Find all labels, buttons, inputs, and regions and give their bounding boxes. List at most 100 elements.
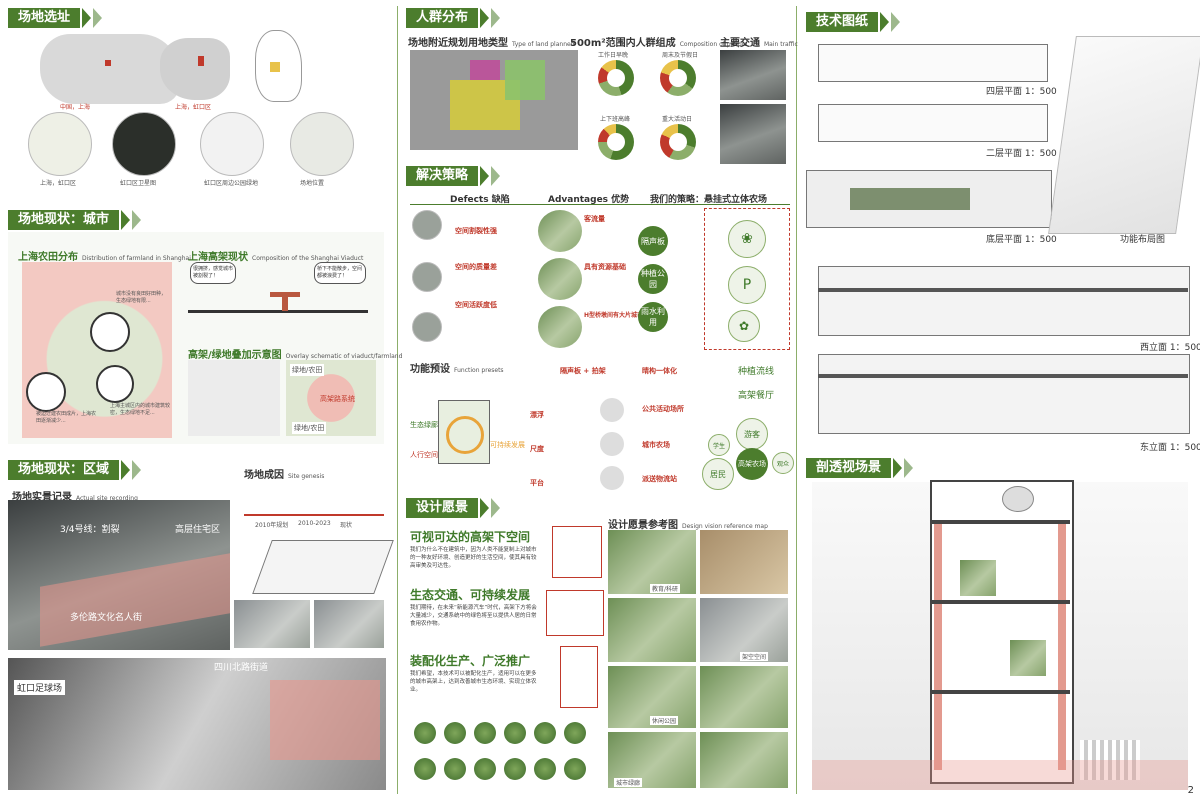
people-title: 500m²范围内人群组成 — [570, 38, 676, 49]
strategy-node: 种植公园 — [638, 264, 668, 294]
farmland-vignette — [26, 372, 66, 412]
people-node: 居民 — [702, 458, 734, 490]
people-donut — [598, 60, 634, 96]
floor-plan-4 — [818, 44, 1048, 82]
speech-bubble: 桥下不能散步，空间都被浪费了！ — [314, 262, 366, 284]
defect-photo — [412, 312, 442, 342]
viaduct-deck — [270, 292, 300, 297]
stage-node — [600, 432, 624, 456]
speech-bubble: 很拥挤，感觉城市被割裂了！ — [190, 262, 236, 284]
section-title: 场地现状：区域 — [8, 460, 120, 480]
vision-paragraph: 我们为什么不在建筑中，因为人类不能复制上对城市的一种友好环境、创造更好的生活空间… — [410, 547, 537, 569]
leaf-icon: ❀ — [728, 220, 766, 258]
people-node: 游客 — [736, 418, 768, 450]
map-label: 中国，上海 — [60, 104, 91, 111]
farmland-vignette — [90, 312, 130, 352]
section-header-crowd: 人群分布 — [406, 8, 501, 28]
section-title: 场地选址 — [8, 8, 81, 28]
section-building — [930, 480, 1074, 784]
section-header-section: 剖透视场景 — [806, 458, 914, 478]
ref-label: 架空空间 — [740, 652, 769, 661]
vision-heading: 生态交通、可持续发展 — [410, 588, 531, 602]
china-map — [40, 34, 180, 104]
page-number: 2 — [1187, 785, 1194, 796]
plant-icon: ✿ — [728, 310, 760, 342]
people-node: 高架农场 — [736, 448, 768, 480]
section-header-status-city: 场地现状：城市 — [8, 210, 142, 230]
overlay-title: 高架/绿地叠加示意图 — [188, 350, 282, 361]
advantage-label: H型桥墩间有大片城市农场 — [584, 312, 656, 319]
shanghai-marker — [105, 60, 111, 66]
people-node: 学生 — [708, 434, 730, 456]
section-header-strategy: 解决策略 — [406, 166, 501, 186]
west-elevation — [818, 266, 1190, 336]
viaduct-en: Composition of the Shanghai Viaduct — [252, 255, 364, 262]
defect-label: 空间割裂性强 — [455, 227, 497, 235]
reference-photo — [608, 530, 696, 594]
functions-title: 功能预设 — [410, 364, 450, 375]
overlay-label: 绿地/农田 — [292, 422, 327, 434]
genesis-en: Site genesis — [288, 473, 325, 480]
ref-title: 设计愿景参考图 — [608, 520, 678, 531]
site-circle — [290, 112, 354, 176]
ref-label: 教育/科研 — [650, 584, 681, 593]
overlay-label: 绿地/农田 — [290, 364, 325, 376]
section-title: 人群分布 — [406, 8, 479, 28]
strategy-node: 雨水利用 — [638, 302, 668, 332]
overlay-label: 高架路系统 — [320, 395, 355, 403]
strategy-node: 隔声板 — [638, 226, 668, 256]
section-header-site-location: 场地选址 — [8, 8, 103, 28]
advantage-photo — [538, 306, 582, 348]
water-tank — [1002, 486, 1034, 512]
reference-photo — [700, 598, 788, 662]
parks-circle — [200, 112, 264, 176]
advantage-photo — [538, 258, 582, 300]
defect-label: 空间活跃度低 — [455, 301, 497, 309]
elevation-deck — [818, 374, 1188, 378]
strategy-outcome-frame — [704, 208, 790, 350]
function-right-label: 高架餐厅 — [738, 391, 775, 401]
cycle-icon — [446, 416, 484, 454]
section-title: 解决策略 — [406, 166, 479, 186]
section-floor — [930, 520, 1070, 524]
circle-label: 虹口区卫星图 — [120, 180, 157, 187]
viaduct-title: 上海高架现状 — [188, 252, 248, 263]
function-item: 隔声板 + 拍架 — [560, 367, 606, 375]
farmland-note: 上海主城区内的城市建筑较密，生态绿地不足... — [110, 403, 171, 416]
photo-label: 高层住宅区 — [175, 525, 221, 535]
elevation-label: 东立面 1：500 — [1140, 443, 1200, 453]
defect-photo — [412, 210, 442, 240]
timeline-label: 现状 — [340, 522, 353, 529]
vision-sketch — [560, 646, 598, 708]
section-title: 场地现状：城市 — [8, 210, 120, 230]
viaduct-pier — [282, 297, 288, 311]
defect-photo — [412, 262, 442, 292]
function-side-label: 生态绿廊 — [410, 421, 438, 429]
traffic-title: 主要交通 — [720, 38, 760, 49]
record-en: Actual site recording — [76, 495, 138, 502]
shanghai-map — [160, 38, 230, 100]
stage-node — [600, 466, 624, 490]
function-item: 城市农场 — [642, 441, 670, 449]
layout-label: 功能布局图 — [1120, 235, 1166, 245]
satellite-circle — [112, 112, 176, 176]
timeline-line — [244, 514, 384, 516]
people-donut — [660, 124, 696, 160]
reference-photo — [700, 530, 788, 594]
function-layout-axon — [1048, 36, 1200, 234]
land-zone — [470, 60, 500, 80]
crosswalk — [1080, 740, 1140, 780]
street-photo — [234, 600, 310, 648]
photo-label: 四川北路街道 — [214, 663, 269, 673]
donut-label: 重大活动日 — [662, 116, 693, 123]
photo-label: 3/4号线：割裂 — [60, 525, 120, 535]
circle-label: 场地位置 — [300, 180, 325, 187]
section-header-tech: 技术图纸 — [806, 12, 901, 32]
advantage-label: 客流量 — [584, 215, 605, 223]
street-surface — [812, 760, 1188, 790]
elevation-deck — [818, 288, 1188, 292]
section-floor — [930, 690, 1070, 694]
pink-viaduct-overlay — [270, 680, 380, 760]
donut-label: 上下班高峰 — [600, 116, 631, 123]
section-title: 技术图纸 — [806, 12, 879, 32]
